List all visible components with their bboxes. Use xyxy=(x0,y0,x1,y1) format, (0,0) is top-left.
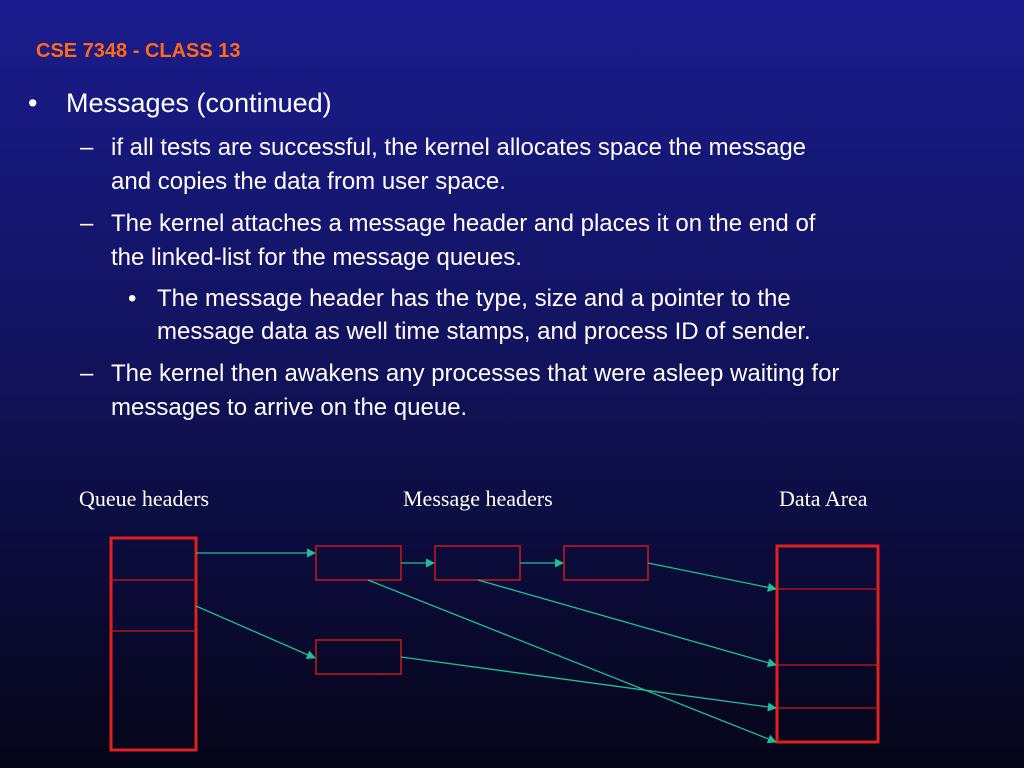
label-queue-headers: Queue headers xyxy=(79,486,210,511)
bullet-mark-level3: • xyxy=(128,285,137,312)
bullet-mark-level2: – xyxy=(80,134,94,161)
label-message-headers: Message headers xyxy=(403,486,553,511)
message-header-box-2 xyxy=(434,545,521,581)
bullet-text: and copies the data from user space. xyxy=(111,168,506,195)
data-area-box xyxy=(775,544,880,744)
slide-title: CSE 7348 - CLASS 13 xyxy=(36,40,241,62)
queue-headers-box xyxy=(109,536,198,752)
bullet-mark-level2: – xyxy=(80,360,94,387)
arrow-header-3-to-data xyxy=(647,562,777,592)
arrow-header-4-to-data xyxy=(400,656,777,712)
bullet-text: message data as well time stamps, and pr… xyxy=(157,318,811,345)
bullet-heading: Messages (continued) xyxy=(66,88,332,118)
bullet-text: the linked-list for the message queues. xyxy=(111,244,522,271)
message-header-box-3 xyxy=(563,545,649,581)
bullet-text: messages to arrive on the queue. xyxy=(111,394,468,421)
arrow-header-1-to-data xyxy=(367,579,777,744)
bullet-text: The kernel then awakens any processes th… xyxy=(111,360,840,387)
arrow-header-2-to-data xyxy=(477,579,777,668)
message-header-box-1 xyxy=(315,545,402,581)
arrow-queue-to-header-4 xyxy=(195,605,316,659)
message-header-box-4 xyxy=(315,639,402,675)
bullet-text: The message header has the type, size an… xyxy=(157,285,791,312)
bullet-text: The kernel attaches a message header and… xyxy=(111,210,816,237)
label-data-area: Data Area xyxy=(779,486,868,511)
bullet-mark-level2: – xyxy=(80,210,94,237)
bullet-text: if all tests are successful, the kernel … xyxy=(111,134,807,161)
bullet-mark-level1: • xyxy=(28,88,38,118)
